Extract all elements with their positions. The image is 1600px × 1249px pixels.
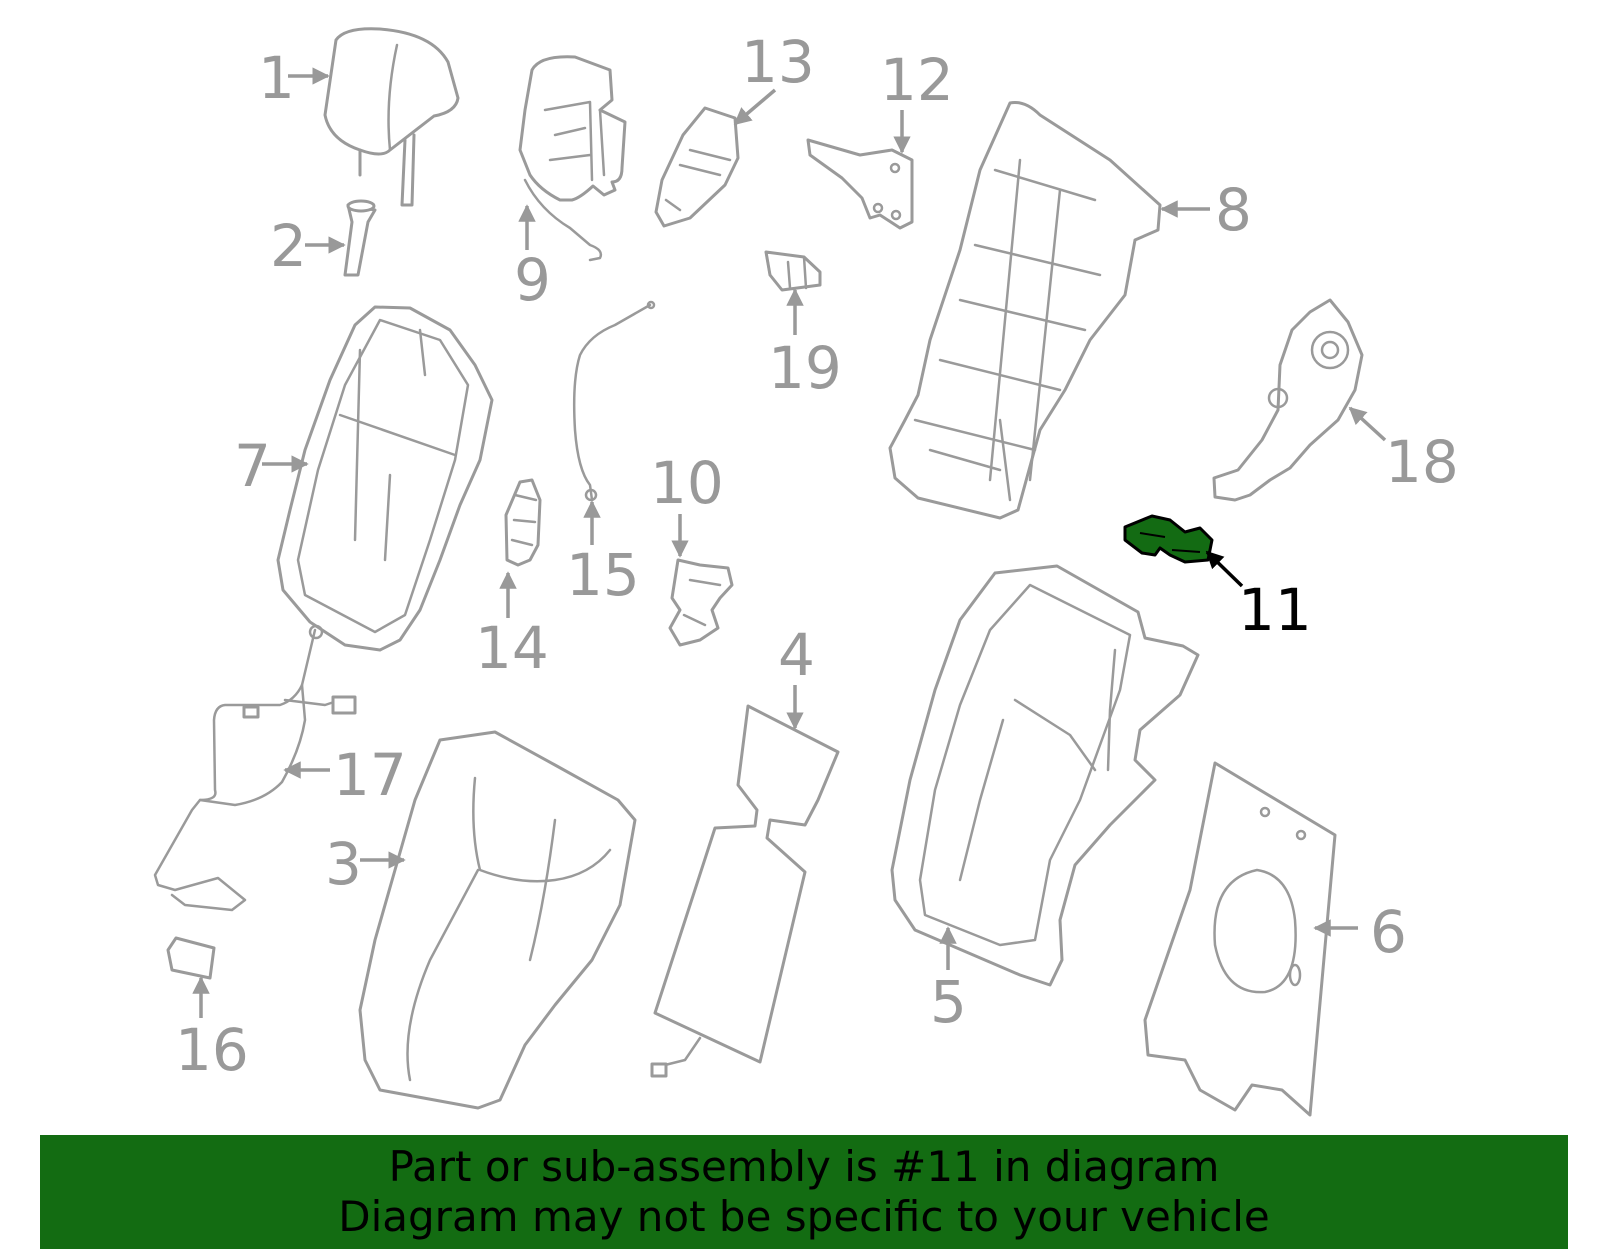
part-18-recliner (1212, 298, 1364, 502)
callout-4: 4 (778, 621, 815, 689)
part-5-backcover (890, 564, 1200, 987)
callout-1: 1 (258, 44, 295, 112)
callout-6: 6 (1370, 898, 1407, 966)
part-16-pad (166, 936, 216, 980)
callout-10: 10 (650, 449, 724, 517)
part-1-headrest (323, 27, 460, 207)
part-13-cover (654, 106, 740, 228)
callout-8: 8 (1215, 176, 1252, 244)
callout-7: 7 (234, 432, 271, 500)
callout-2: 2 (270, 212, 307, 280)
part-4-heater (650, 704, 840, 1078)
callout-14: 14 (475, 614, 549, 682)
callout-5: 5 (930, 968, 967, 1036)
part-17-harness (153, 624, 357, 912)
callout-16: 16 (175, 1016, 249, 1084)
part-12-bracket (806, 138, 914, 230)
part-19-clip (764, 250, 822, 292)
callout-labels: 1 2 9 13 12 19 8 18 7 15 10 14 4 17 3 16… (175, 28, 1459, 1084)
part-14-strike (504, 478, 542, 567)
part-7-seatback-panel (276, 305, 494, 652)
callout-11: 11 (1238, 576, 1312, 644)
leader-lines (192, 67, 1387, 1018)
callout-12: 12 (880, 46, 954, 114)
part-6-backboard (1143, 761, 1337, 1117)
part-2-guide (343, 199, 377, 277)
callout-13: 13 (741, 28, 815, 96)
callout-9: 9 (514, 246, 551, 314)
callout-19: 19 (768, 334, 842, 402)
callout-15: 15 (566, 541, 640, 609)
part-11-highlighted (1123, 514, 1214, 564)
part-9-latch (518, 55, 627, 262)
info-banner: Part or sub-assembly is #11 in diagram D… (40, 1135, 1568, 1249)
part-10-clip (668, 558, 734, 647)
part-3-cushion (358, 730, 637, 1110)
callout-3: 3 (325, 830, 362, 898)
part-15-cable (572, 300, 656, 502)
banner-line-2: Diagram may not be specific to your vehi… (338, 1192, 1270, 1241)
part-8-seatback-frame (888, 101, 1162, 520)
callout-18: 18 (1385, 428, 1459, 496)
callout-17: 17 (333, 741, 407, 809)
banner-line-1: Part or sub-assembly is #11 in diagram (388, 1142, 1220, 1191)
